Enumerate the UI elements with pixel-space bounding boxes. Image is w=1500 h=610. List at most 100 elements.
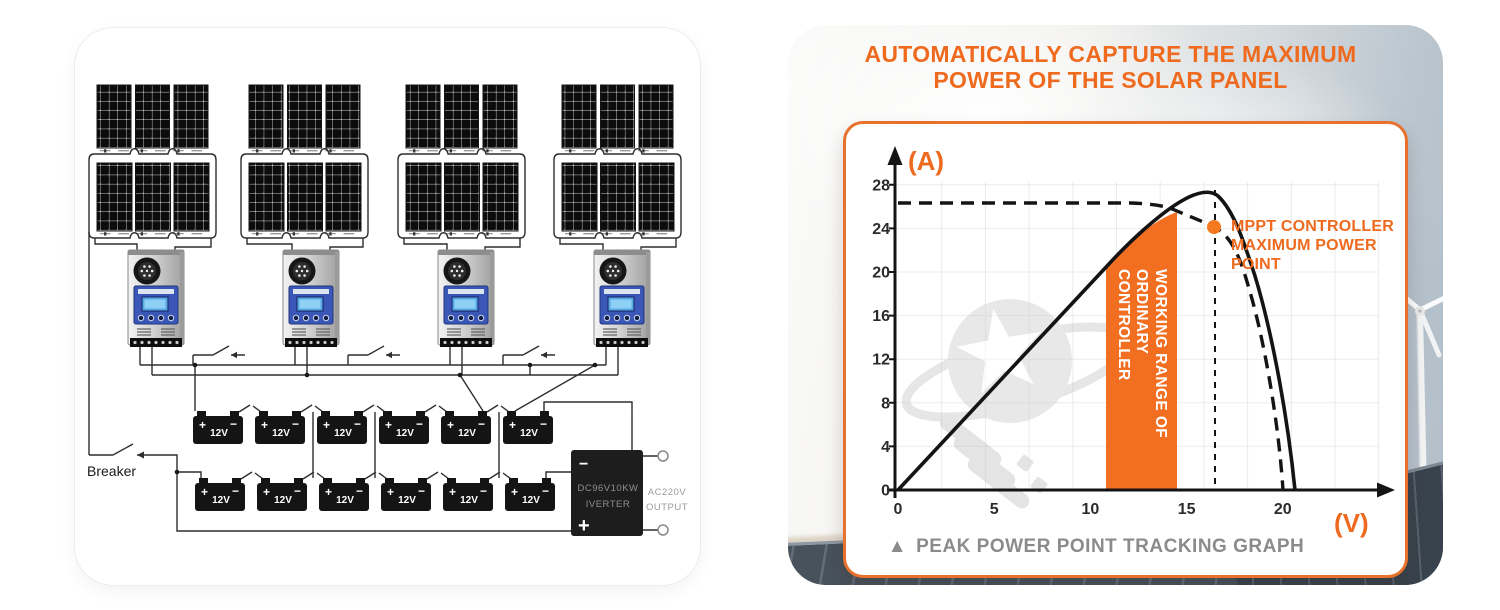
pv-string-wiring	[88, 148, 682, 250]
fan-icon	[599, 257, 627, 285]
battery-minus: −	[480, 484, 487, 498]
battery-plus: +	[201, 485, 208, 499]
breaker-label: Breaker	[87, 463, 136, 479]
panel-array-group: + − + − + − + − + − + −	[561, 84, 675, 238]
y-axis-unit: (A)	[908, 146, 944, 176]
controller-display	[288, 285, 334, 325]
panel-polarity-marks: + − + − + −	[99, 231, 204, 238]
battery: + −12V	[317, 411, 367, 444]
controller-display	[599, 285, 645, 325]
battery: + −12V	[505, 478, 555, 511]
working-range-line-1: WORKING RANGE OF	[1152, 269, 1169, 439]
battery-voltage: 12V	[520, 428, 538, 439]
battery-plus: +	[199, 418, 206, 432]
watermark-logo	[901, 299, 1135, 509]
chart-caption: ▲PEAK POWER POINT TRACKING GRAPH	[888, 536, 1304, 557]
battery: + −12V	[441, 411, 491, 444]
battery-minus: −	[356, 484, 363, 498]
battery-minus: −	[232, 484, 239, 498]
switch-arrow	[386, 351, 392, 359]
battery-minus: −	[540, 417, 547, 431]
panel-polarity-marks: + − + − + −	[99, 148, 204, 155]
y-tick: 20	[872, 265, 890, 282]
mppt-chart-card: 0 4 8 12 16 20 24 28 0 5 10 15 20 (A) (V…	[843, 121, 1408, 578]
battery-voltage: 12V	[274, 495, 292, 506]
fan-icon	[288, 257, 316, 285]
x-tick: 10	[1082, 501, 1100, 518]
battery-voltage: 12V	[210, 428, 228, 439]
battery-plus: +	[511, 485, 518, 499]
working-range-label: WORKING RANGE OF ORDINARY CONTROLLER	[1113, 269, 1169, 479]
panel-polarity-marks: + − + − + −	[564, 231, 669, 238]
battery: +−12V	[255, 411, 305, 444]
panel-polarity-marks: + − + − + −	[408, 148, 513, 155]
ac-terminal	[657, 450, 669, 462]
battery-plus: +	[385, 418, 392, 432]
battery-plus: +	[323, 418, 330, 432]
y-tick: 8	[881, 395, 890, 412]
y-tick: 4	[881, 439, 890, 456]
battery-voltage: 12V	[396, 428, 414, 439]
mppt-controller-unit	[282, 249, 340, 347]
battery-minus: −	[292, 417, 299, 431]
dc-bus-wiring	[88, 232, 658, 536]
mpp-label-line-3: POINT	[1231, 256, 1281, 273]
x-tick: 0	[894, 501, 903, 518]
mpp-label-line-2: MAXIMUM POWER	[1231, 237, 1377, 254]
battery-plus: +	[387, 485, 394, 499]
x-tick: 5	[990, 501, 999, 518]
y-tick: 28	[872, 177, 890, 194]
battery-voltage: 12V	[334, 428, 352, 439]
battery: +−12V	[195, 478, 245, 511]
panel-polarity-marks: + − + − + −	[408, 231, 513, 238]
ordinary-controller-curve	[898, 201, 1285, 491]
battery-minus: −	[478, 417, 485, 431]
battery-voltage: 12V	[458, 428, 476, 439]
battery-minus: −	[354, 417, 361, 431]
inverter-model: DC96V10KW	[578, 483, 639, 494]
x-axis-unit: (V)	[1334, 508, 1369, 538]
y-tick: 16	[872, 308, 890, 325]
breaker-arrow	[137, 451, 144, 459]
y-tick: 0	[881, 483, 890, 500]
x-axis-arrow	[1377, 482, 1395, 498]
battery: + −12V	[379, 411, 429, 444]
working-range-band	[1106, 212, 1177, 490]
inverter-name: IVERTER	[586, 499, 631, 510]
panel-array-group: + − + − + − + − + − + −	[405, 84, 519, 238]
battery: + −12V	[257, 478, 307, 511]
inverter: − + DC96V10KW IVERTER AC220V OUTPUT	[571, 450, 688, 537]
battery-minus: −	[294, 484, 301, 498]
battery-voltage: 12V	[522, 495, 540, 506]
page-title: AUTOMATICALLY CAPTURE THE MAXIMUM POWER …	[788, 41, 1433, 93]
y-tick: 12	[872, 352, 890, 369]
panel-polarity-marks: + − + − + −	[564, 148, 669, 155]
battery: + −12V	[193, 411, 243, 444]
x-tick: 15	[1178, 501, 1196, 518]
battery-plus: +	[449, 485, 456, 499]
battery-minus: −	[230, 417, 237, 431]
solar-output-curve	[896, 190, 1297, 492]
title-line-1: AUTOMATICALLY CAPTURE THE MAXIMUM	[864, 41, 1357, 67]
battery-plus: +	[447, 418, 454, 432]
mppt-tracking-chart: 0 4 8 12 16 20 24 28 0 5 10 15 20 (A) (V…	[872, 146, 1395, 557]
photo-panel: AUTOMATICALLY CAPTURE THE MAXIMUM POWER …	[788, 25, 1443, 585]
mppt-controller-unit	[437, 249, 495, 347]
battery: +−12V	[381, 478, 431, 511]
fan-icon	[133, 257, 161, 285]
panel-polarity-marks: + − + − + −	[251, 148, 356, 155]
switch-arrow	[541, 351, 547, 359]
controller-display	[133, 285, 179, 325]
battery-minus: −	[542, 484, 549, 498]
battery-minus: −	[416, 417, 423, 431]
panel-array-group: + − + − + − + − + − + −	[96, 84, 210, 238]
panel-array-group: + − + − + − + − + − + −	[248, 84, 362, 238]
chart-caption-text: PEAK POWER POINT TRACKING GRAPH	[916, 536, 1304, 557]
controller-display	[443, 285, 489, 325]
title-line-2: POWER OF THE SOLAR PANEL	[933, 67, 1288, 93]
battery-plus: +	[263, 485, 270, 499]
battery: +−12V	[443, 478, 493, 511]
fan-icon	[443, 257, 471, 285]
panel-polarity-marks: + − + − + −	[251, 231, 356, 238]
battery-voltage: 12V	[398, 495, 416, 506]
